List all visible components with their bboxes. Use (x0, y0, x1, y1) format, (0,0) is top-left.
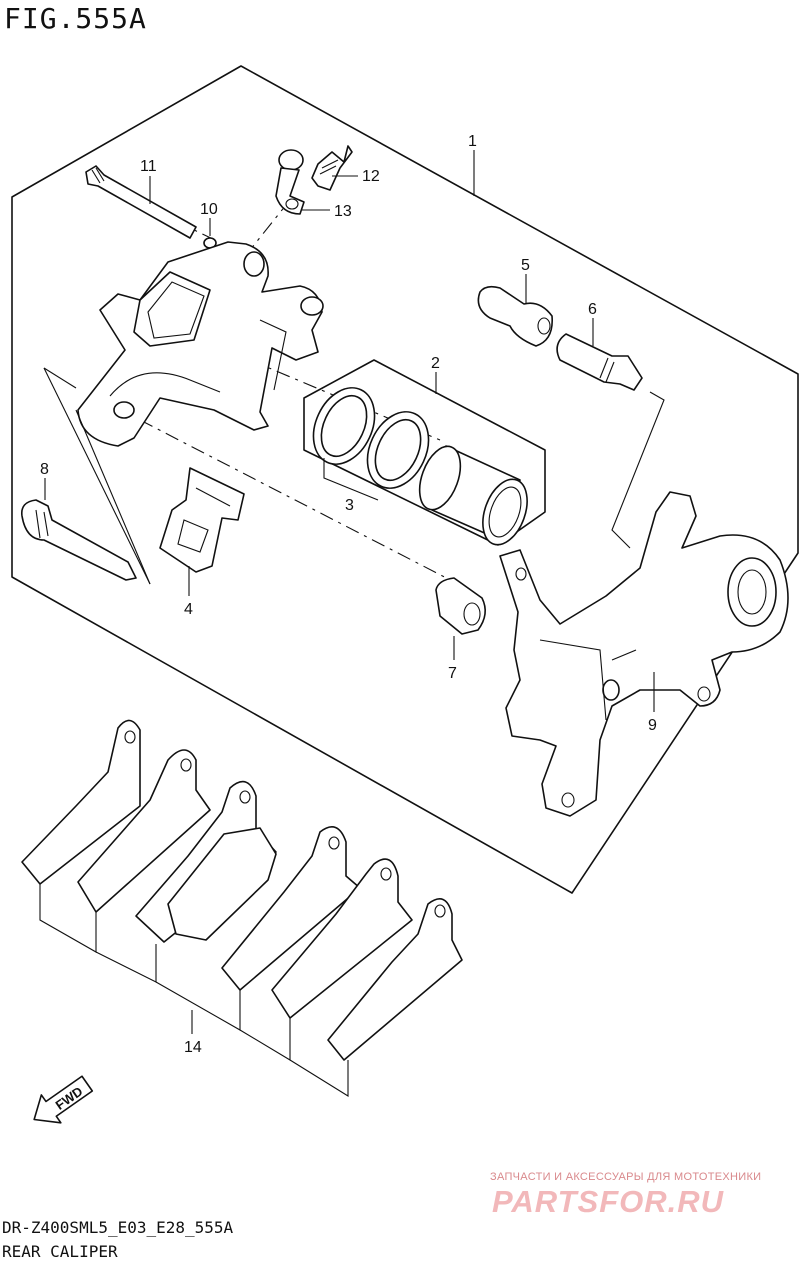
part-7-bushing (435, 577, 486, 635)
callout-6: 6 (588, 301, 597, 318)
callout-8: 8 (40, 461, 49, 478)
callout-7: 7 (448, 665, 457, 682)
watermark-logo: PARTSFOR.RU (492, 1184, 725, 1219)
figure-name: REAR CALIPER (2, 1242, 118, 1261)
callout-9: 9 (648, 717, 657, 734)
callout-1: 1 (468, 133, 477, 150)
part-9-bracket (499, 491, 789, 817)
callout-10: 10 (200, 201, 218, 218)
callout-14: 14 (184, 1039, 202, 1056)
callout-4: 4 (184, 601, 193, 618)
part-6-slide-pin (556, 333, 643, 391)
part-14-brake-pads (21, 719, 463, 1097)
part-5-boot (477, 285, 553, 347)
piston-box (303, 359, 546, 546)
callout-3: 3 (345, 497, 354, 514)
part-11-pin (85, 165, 197, 239)
part-3-seals (312, 387, 430, 489)
callout-12: 12 (362, 168, 380, 185)
fwd-arrow-icon: FWD (33, 1075, 94, 1124)
leader-3 (323, 458, 379, 501)
callout-11: 11 (140, 158, 157, 175)
callout-2: 2 (431, 355, 440, 372)
part-8-pin (20, 367, 151, 585)
callout-5: 5 (521, 257, 530, 274)
figure-code: DR-Z400SML5_E03_E28_555A (2, 1218, 234, 1237)
leader-6-9 (611, 391, 665, 549)
centerline-upper (249, 359, 441, 441)
part-4-pad-spring (159, 467, 245, 573)
caliper-body (77, 241, 324, 447)
centerline-mid (139, 419, 461, 586)
part-12-bleeder-screw (311, 145, 353, 191)
callout-13: 13 (334, 203, 352, 220)
assembly-outline (11, 65, 799, 894)
part-2-piston (418, 445, 528, 546)
part-13-cap (275, 149, 305, 215)
figure-title: FIG.555A (4, 2, 147, 35)
watermark-tagline: ЗАПЧАСТИ И АКСЕССУАРЫ ДЛЯ МОТОТЕХНИКИ (490, 1171, 762, 1183)
